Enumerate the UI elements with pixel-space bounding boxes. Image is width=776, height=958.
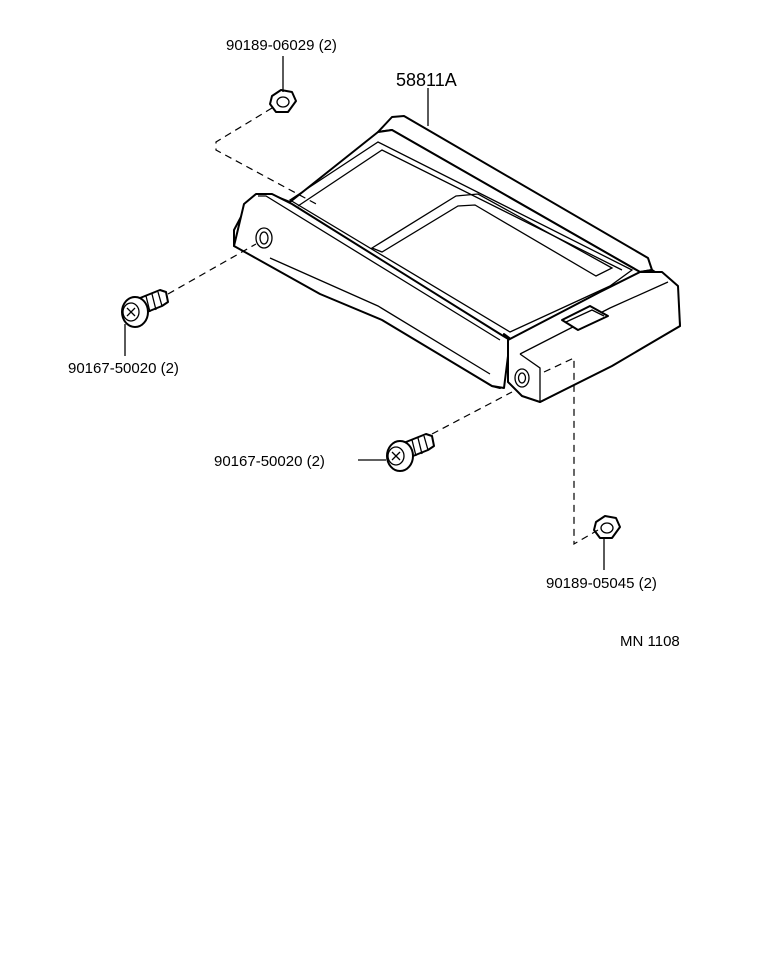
figure-code: MN 1108 <box>620 633 680 650</box>
screw-center-icon <box>386 433 435 472</box>
label-screw-left: 90167-50020 (2) <box>68 360 179 377</box>
console-tray-58811a <box>233 115 681 403</box>
label-screw-center: 90167-50020 (2) <box>214 453 325 470</box>
assembly-lines <box>167 107 599 546</box>
label-nut-bottom: 90189-05045 (2) <box>546 575 657 592</box>
leader-lines <box>124 56 605 570</box>
nut-top-icon <box>269 89 297 113</box>
nut-bottom-icon <box>593 515 621 539</box>
label-main-part: 58811A <box>396 70 457 90</box>
screw-left-icon <box>121 289 169 328</box>
label-nut-top: 90189-06029 (2) <box>226 37 337 54</box>
